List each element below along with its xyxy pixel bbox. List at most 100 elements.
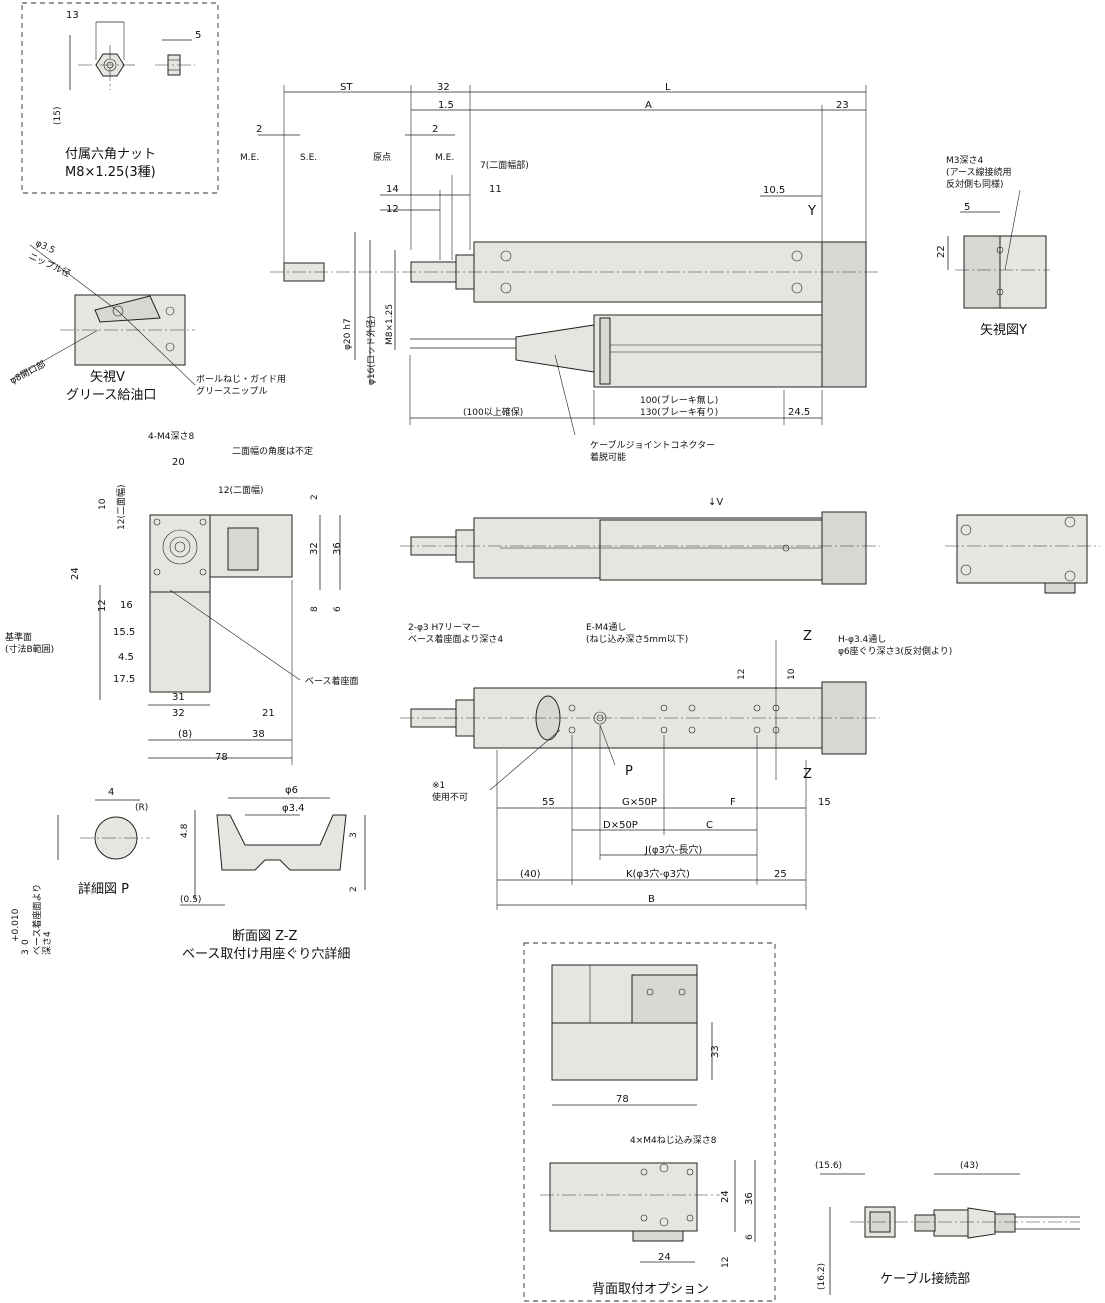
label-detail-p: 詳細図 P [78, 881, 129, 897]
dim-c43: (43) [960, 1161, 978, 1171]
dim-100ok: (100以上確保) [463, 406, 523, 418]
label-phi3: 2-φ3 H7リーマー [408, 623, 480, 633]
dim-13: 13 [66, 10, 79, 21]
dim-v12fl: 12(二面幅) [115, 485, 127, 530]
dim-z6: φ6 [285, 785, 298, 796]
label-connector: ケーブルジョイントコネクター [590, 439, 715, 451]
cable-connection: (15.6) (43) (16.2) ケーブル接続部 [815, 1161, 1080, 1295]
label-flats7: 7(二面幅部) [480, 159, 529, 171]
dim-v4-5: 4.5 [118, 652, 134, 663]
dim-5: 5 [195, 30, 201, 41]
label-base-face: ベース着座面 [305, 675, 359, 687]
bottom-view: 2-φ3 H7リーマー ベース着座面より深さ4 E-M4通し (ねじ込み深さ5m… [400, 622, 952, 910]
dim-12: 12 [386, 204, 399, 215]
section-z: φ6 φ3.4 4.8 3 2 (0.5) 断面図 Z-Z ベース取付け用座ぐり… [180, 785, 366, 962]
label-12flat: 12(二面幅) [218, 484, 263, 496]
label-m4x8: 4-M4深さ8 [148, 431, 194, 442]
dim-v15-5: 15.5 [113, 627, 135, 638]
dim-r6: 6 [745, 1234, 755, 1240]
dim-d50: D×50P [603, 820, 638, 831]
label-view-v: 矢視V [90, 370, 125, 385]
label-Z1: Z [803, 629, 812, 644]
nut-title: 付属六角ナット [65, 147, 156, 162]
label-h34b: φ6座ぐり深さ3(反対側より) [838, 645, 952, 657]
dim-15: 15 [818, 797, 831, 808]
dim-15: (15) [53, 107, 63, 125]
dim-y5: 5 [964, 202, 970, 213]
dim-v12: 12 [97, 599, 108, 612]
label-pdepth2: 深さ4 [42, 931, 53, 955]
dim-brake-no: 100(ブレーキ無し) [640, 394, 718, 406]
dim-A: A [645, 100, 652, 111]
label-me2: M.E. [435, 153, 454, 163]
label-ref-range: (寸法B範囲) [5, 643, 54, 655]
dim-c16-2: (16.2) [817, 1263, 827, 1290]
dim-1-5: 1.5 [438, 100, 454, 111]
label-nipple2: グリースニップル [196, 385, 268, 397]
dim-v32: 32 [309, 542, 320, 555]
label-cable-conn: ケーブル接続部 [880, 1271, 970, 1287]
dim-p4: 4 [108, 787, 114, 798]
dim-c15-6: (15.6) [815, 1161, 842, 1171]
label-pdepth: ベース着座面より [31, 884, 43, 955]
dim-z48: 4.8 [180, 823, 190, 838]
dim-B: B [648, 894, 655, 905]
label-h34: H-φ3.4通し [838, 634, 886, 645]
dim-v21: 21 [262, 708, 275, 719]
dim-11: 11 [489, 184, 502, 195]
dim-pR: (R) [135, 803, 148, 813]
dim-24-5: 24.5 [788, 407, 810, 418]
dim-st: ST [340, 82, 353, 93]
dim-14: 14 [386, 184, 399, 195]
nut-spec: M8×1.25(3種) [65, 164, 156, 180]
dim-r36: 36 [744, 1192, 755, 1205]
back-plate-view [945, 514, 1100, 594]
label-r4m4: 4×M4ねじ込み深さ8 [630, 1135, 717, 1146]
dim-v10: 10 [98, 498, 108, 510]
label-se: S.E. [300, 153, 317, 163]
dim-r78: 78 [616, 1094, 629, 1105]
dim-phi16: φ16(ロッド外径) [365, 316, 377, 385]
dim-2b: 2 [432, 124, 438, 135]
dim-b10: 10 [787, 668, 797, 680]
end-view: 4-M4深さ8 20 二面幅の角度は不定 12(二面幅) 10 12(二面幅) … [5, 431, 359, 765]
label-note1b: 使用不可 [432, 791, 468, 803]
label-section-z: 断面図 Z-Z [232, 929, 298, 944]
dim-10-5: 10.5 [763, 185, 785, 196]
dim-23: 23 [836, 100, 849, 111]
label-Y: Y [807, 204, 816, 219]
label-flats-angle: 二面幅の角度は不定 [232, 445, 313, 457]
dim-v2: 2 [310, 494, 320, 500]
dim-J: J(φ3穴-長穴) [644, 843, 702, 856]
label-connector2: 着脱可能 [590, 451, 626, 463]
dim-brake-yes: 130(ブレーキ有り) [640, 406, 718, 418]
dim-32: 32 [437, 82, 450, 93]
label-me1: M.E. [240, 153, 259, 163]
dim-v36: 36 [332, 542, 343, 555]
dim-r33: 33 [710, 1045, 721, 1058]
top-view: ↓V [400, 497, 880, 585]
dim-r12: 12 [721, 1257, 731, 1268]
dim-F: F [730, 797, 736, 808]
dim-L: L [665, 82, 671, 93]
dim-K: K(φ3穴-φ3穴) [626, 867, 690, 880]
dim-v38: 38 [252, 729, 265, 740]
label-em4b: (ねじ込み深さ5mm以下) [586, 634, 688, 645]
dim-z34: φ3.4 [282, 803, 305, 814]
dim-v32b: 32 [172, 708, 185, 719]
label-phi3b: ベース着座面より深さ4 [408, 633, 503, 645]
view-v-grease: φ3.5 ニップル径 φ8開口部 矢視V グリース給油口 ボールねじ・ガイド用 … [8, 239, 286, 403]
dim-C: C [706, 820, 713, 831]
dim-v78: 78 [215, 752, 228, 763]
dim-b12: 12 [737, 669, 747, 680]
dim-y22: 22 [936, 245, 947, 258]
dim-25: 25 [774, 869, 787, 880]
dim-40: (40) [520, 869, 541, 880]
label-section-z2: ベース取付け用座ぐり穴詳細 [182, 946, 350, 962]
main-side-view: ST 32 L 1.5 A 23 2 2 M.E. S.E. 原点 M.E. 7… [240, 82, 880, 463]
label-m3c: 反対側も同様) [946, 178, 1004, 190]
dim-phi20: φ20 h7 [343, 318, 353, 350]
dim-v8: 8 [310, 606, 320, 612]
label-Z2: Z [803, 767, 812, 782]
